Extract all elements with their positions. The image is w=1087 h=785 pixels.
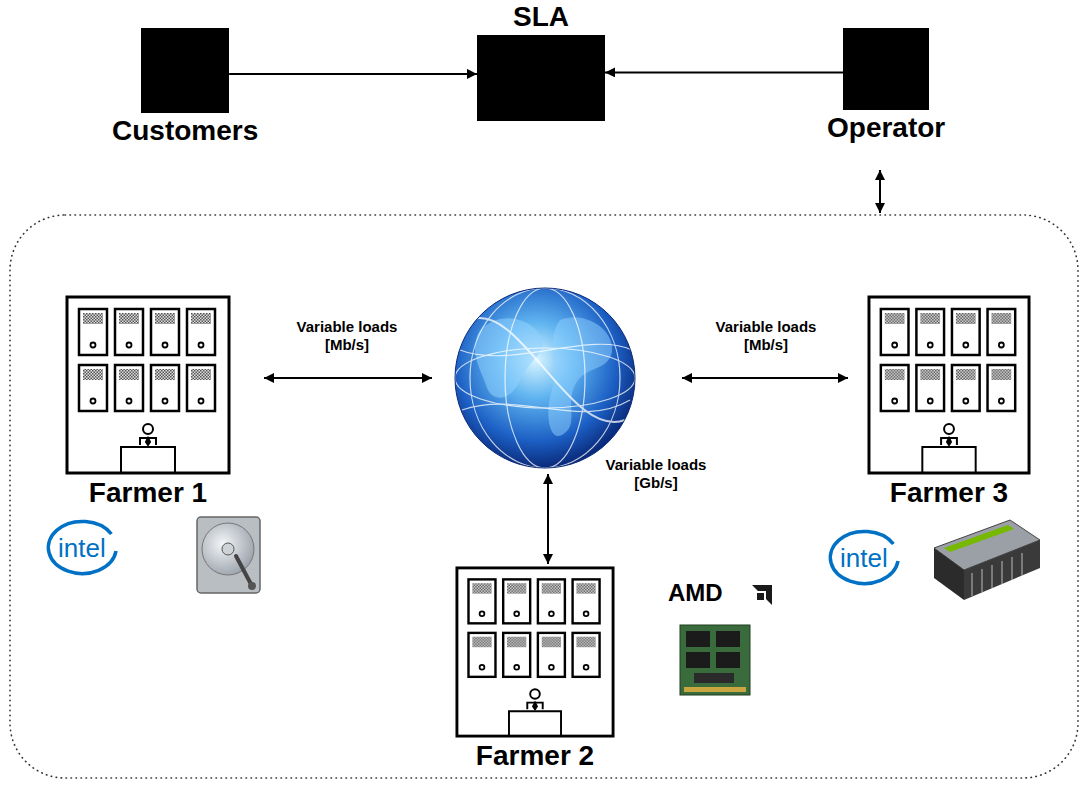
actor-node: Customers xyxy=(112,28,258,147)
amd-logo xyxy=(752,585,772,605)
control-arrow xyxy=(879,170,881,213)
node-label: Farmer 1 xyxy=(89,478,207,509)
gpu-icon xyxy=(934,520,1040,600)
datacenter-building xyxy=(867,295,1031,475)
node-label: Farmer 3 xyxy=(890,478,1008,509)
system-region xyxy=(10,215,1078,778)
sla-arrow xyxy=(605,71,843,73)
logo-text: AMD xyxy=(668,579,723,608)
black-box xyxy=(141,28,229,113)
node-label: Operator xyxy=(827,113,945,144)
black-box xyxy=(843,28,929,110)
logo-text: intel xyxy=(58,533,106,564)
node-label: SLA xyxy=(513,2,569,33)
logo-text: intel xyxy=(840,543,888,574)
farmer-node: Farmer 3 xyxy=(867,295,1031,509)
ssd-icon xyxy=(680,625,750,695)
datacenter-building xyxy=(455,566,615,738)
hard-disk-icon xyxy=(197,517,260,593)
actor-node: Operator xyxy=(827,28,945,144)
node-label: Farmer 2 xyxy=(476,741,594,772)
link-label: Variable loads [Gb/s] xyxy=(591,456,721,492)
globe-icon xyxy=(455,288,635,468)
datacenter-building xyxy=(65,295,231,475)
farmer-node: Farmer 2 xyxy=(455,566,615,772)
actor-node: SLA xyxy=(477,2,605,121)
link-label: Variable loads [Mb/s] xyxy=(701,318,831,354)
black-box xyxy=(477,35,605,121)
sla-arrow xyxy=(229,73,477,75)
intel-logo xyxy=(830,531,898,583)
farmer-node: Farmer 1 xyxy=(65,295,231,509)
link-label: Variable loads [Mb/s] xyxy=(282,318,412,354)
intel-logo xyxy=(48,521,116,573)
node-label: Customers xyxy=(112,116,258,147)
